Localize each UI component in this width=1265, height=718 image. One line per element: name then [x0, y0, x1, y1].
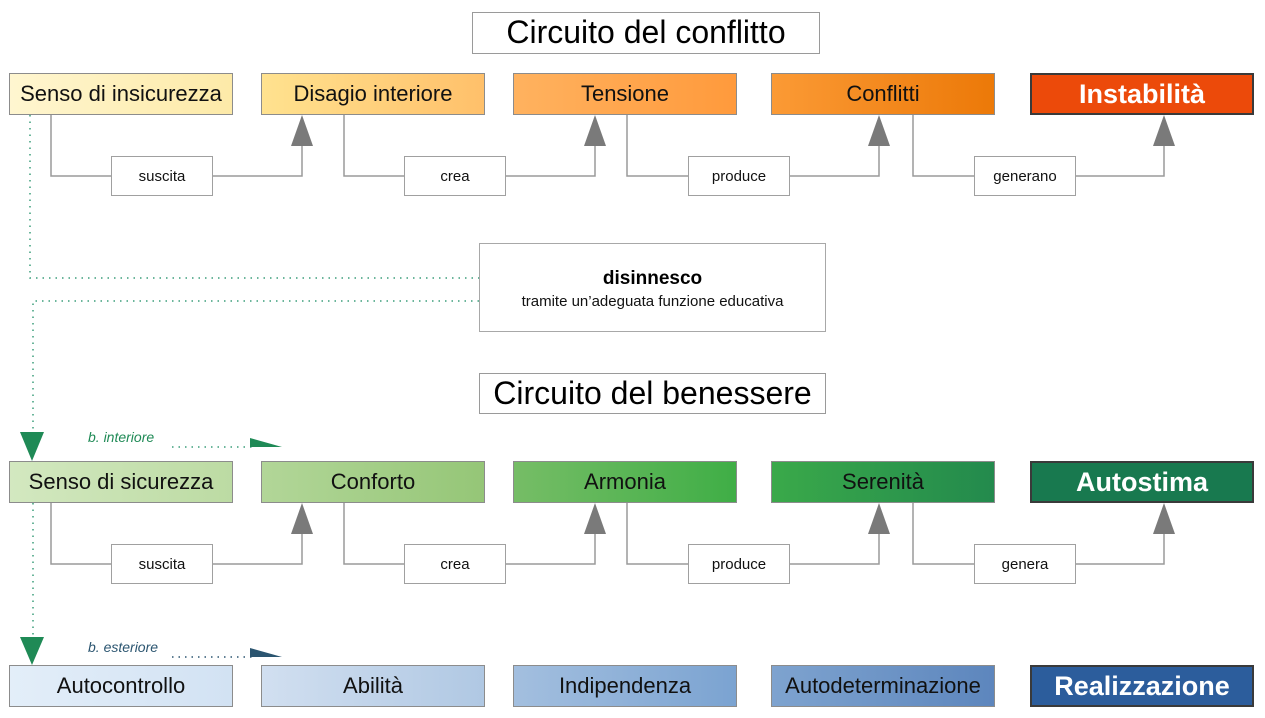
connector-arrow-icon — [584, 115, 606, 146]
connector-arrow-icon — [1153, 115, 1175, 146]
defuse-box: disinnesco tramite un’adeguata funzione … — [479, 243, 826, 332]
conflict-circuit-title: Circuito del conflitto — [472, 12, 820, 54]
dotted-path-down — [32, 300, 479, 432]
outer-node-final: Realizzazione — [1030, 665, 1254, 707]
inner-node-3: Serenità — [771, 461, 995, 503]
dotted-path-top — [29, 115, 479, 279]
inner-node-1: Conforto — [261, 461, 485, 503]
conflict-node-0: Senso di insicurezza — [9, 73, 233, 115]
inner-edge-0: suscita — [111, 544, 213, 584]
inner-edge-3: genera — [974, 544, 1076, 584]
defuse-title: disinnesco — [602, 268, 703, 289]
inner-edge-2: produce — [688, 544, 790, 584]
inner-node-0: Senso di sicurezza — [9, 461, 233, 503]
wellbeing-circuit-title: Circuito del benessere — [479, 373, 826, 414]
green-arrow-down-icon — [20, 637, 44, 665]
inner-node-2: Armonia — [513, 461, 737, 503]
outer-node-3: Autodeterminazione — [771, 665, 995, 707]
outer-track-arrow-icon — [250, 648, 282, 657]
outer-node-1: Abilità — [261, 665, 485, 707]
outer-node-2: Indipendenza — [513, 665, 737, 707]
connector-arrow-icon — [291, 503, 313, 534]
conflict-edge-0: suscita — [111, 156, 213, 196]
conflict-node-final: Instabilità — [1030, 73, 1254, 115]
connector-arrow-icon — [291, 115, 313, 146]
inner-track-arrow-icon — [250, 438, 282, 447]
conflict-node-3: Conflitti — [771, 73, 995, 115]
defuse-subtitle: tramite un’adeguata funzione educativa — [521, 293, 784, 310]
conflict-edge-2: produce — [688, 156, 790, 196]
conflict-edge-1: crea — [404, 156, 506, 196]
inner-edge-1: crea — [404, 544, 506, 584]
connector-arrow-icon — [868, 503, 890, 534]
conflict-node-1: Disagio interiore — [261, 73, 485, 115]
conflict-node-2: Tensione — [513, 73, 737, 115]
connector-arrow-icon — [1153, 503, 1175, 534]
connector-arrow-icon — [868, 115, 890, 146]
inner-track-label: b. interiore — [88, 429, 155, 445]
green-arrow-down-icon — [20, 432, 44, 461]
outer-node-0: Autocontrollo — [9, 665, 233, 707]
conflict-edge-3: generano — [974, 156, 1076, 196]
inner-node-final: Autostima — [1030, 461, 1254, 503]
connector-arrow-icon — [584, 503, 606, 534]
outer-track-label: b. esteriore — [88, 639, 159, 655]
